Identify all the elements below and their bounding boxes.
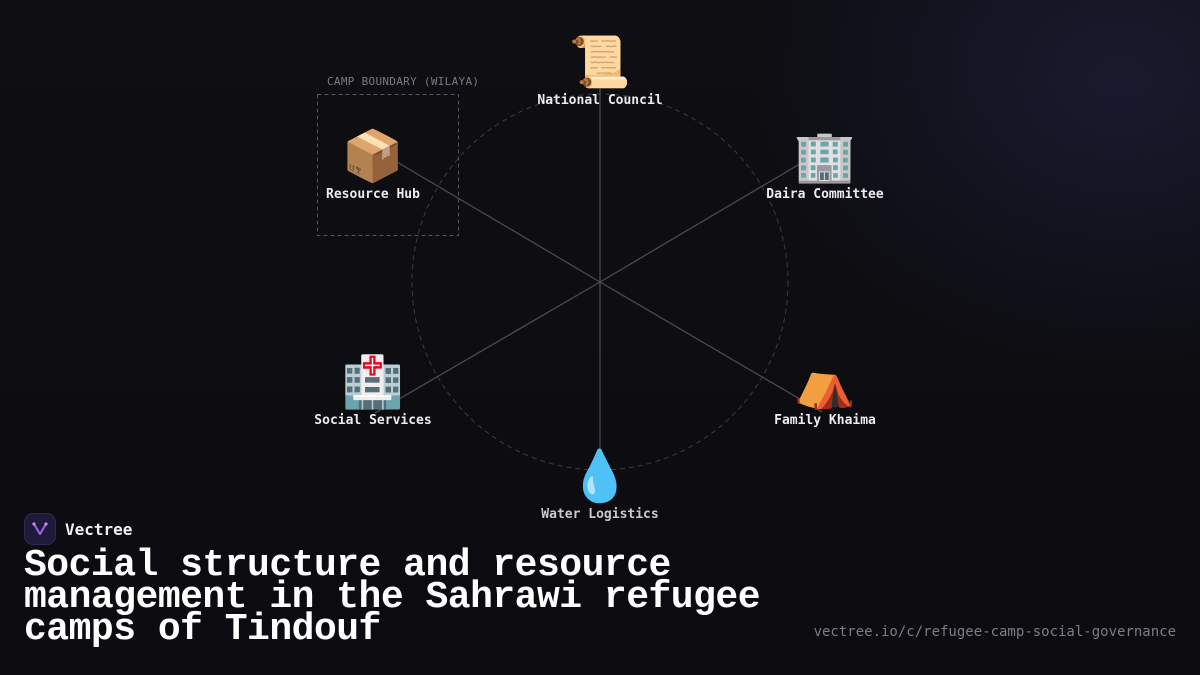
node-daira-committee[interactable]: 🏢 Daira Committee (766, 127, 884, 202)
spoke-family-khaima (599, 281, 823, 413)
node-resource-hub[interactable]: 📦 Resource Hub (326, 127, 420, 202)
source-url[interactable]: vectree.io/c/refugee-camp-social-governa… (813, 624, 1176, 640)
package-icon: 📦 (342, 127, 404, 185)
brand-name: Vectree (65, 519, 133, 539)
camp-boundary-label: CAMP BOUNDARY (WILAYA) (327, 75, 479, 88)
brand[interactable]: Vectree (24, 512, 132, 546)
node-label-resource-hub: Resource Hub (326, 187, 420, 202)
node-national-council[interactable]: 📜 National Council (537, 33, 662, 108)
node-label-water-logistics: Water Logistics (541, 507, 658, 522)
node-label-family-khaima: Family Khaima (774, 413, 876, 428)
scroll-icon: 📜 (569, 33, 631, 91)
node-label-social-services: Social Services (314, 413, 431, 428)
spoke-resource-hub (396, 161, 601, 283)
node-family-khaima[interactable]: ⛺ Family Khaima (774, 353, 876, 428)
node-water-logistics[interactable]: 💧 Water Logistics (541, 447, 658, 522)
node-social-services[interactable]: 🏥 Social Services (314, 353, 431, 428)
water-drop-icon: 💧 (569, 447, 631, 505)
spoke-social-services (374, 281, 601, 414)
node-label-daira-committee: Daira Committee (766, 187, 884, 202)
vectree-logo-icon (24, 513, 56, 545)
camp-boundary-box (317, 94, 459, 236)
hospital-icon: 🏥 (342, 353, 404, 411)
node-label-national-council: National Council (537, 93, 662, 108)
spoke-daira-committee (599, 161, 804, 283)
spokes (374, 86, 823, 455)
office-building-icon: 🏢 (794, 127, 856, 185)
page-title: Social structure and resource management… (24, 544, 761, 651)
tent-icon: ⛺ (794, 353, 856, 411)
